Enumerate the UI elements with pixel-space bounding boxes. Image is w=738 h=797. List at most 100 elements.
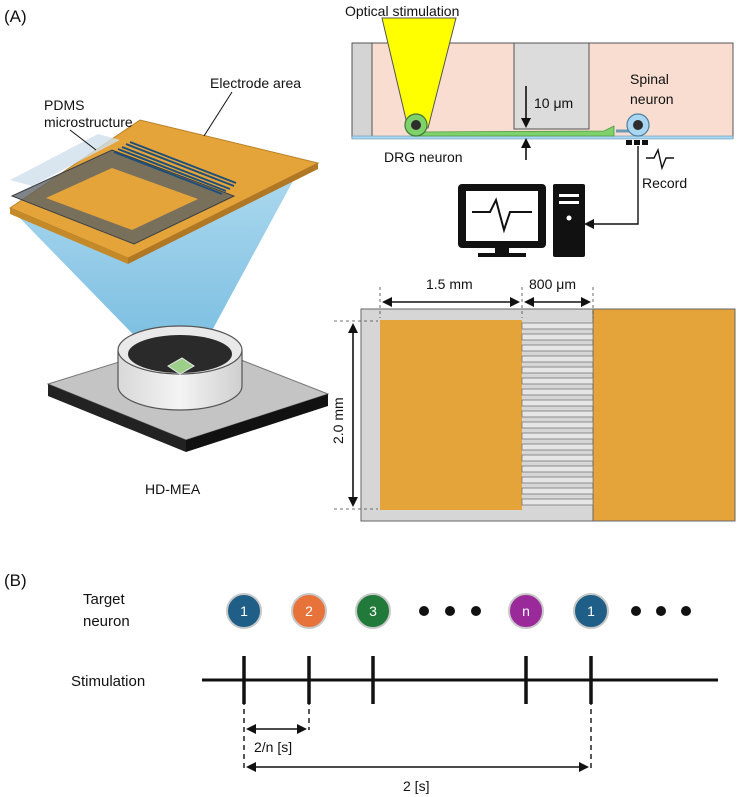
neuron-circle	[291, 593, 327, 629]
optical-beam	[381, 17, 457, 129]
spinal-neuron-nucleus	[633, 120, 643, 130]
dim-width-b-label: 800 μm	[529, 276, 576, 292]
gap-label: 10 μm	[534, 95, 573, 111]
dim-width-a-label: 1.5 mm	[426, 276, 473, 292]
neuron-number: 1	[587, 603, 595, 619]
microchannel	[521, 388, 594, 396]
dim-width-b-head-l	[524, 297, 534, 307]
target-neuron-sequence: 1 2 3 n 1	[226, 593, 609, 629]
dim-height-head-t	[348, 323, 358, 333]
chip-edge-right	[128, 163, 318, 264]
neuron-circle	[355, 593, 391, 629]
neuron-circle	[226, 593, 262, 629]
microchannel	[521, 410, 594, 418]
microchannel	[521, 465, 594, 473]
dim-width-b-head-r	[581, 297, 591, 307]
target-neuron-3: 3	[355, 593, 391, 629]
target-neuron-4: n	[508, 593, 544, 629]
stimulation-label: Stimulation	[71, 673, 145, 690]
record-wire	[588, 146, 639, 225]
panel-a-letter: (A)	[4, 7, 27, 26]
stimulation-ticks	[242, 656, 593, 704]
spinal-neuron-label-line2: neuron	[630, 91, 674, 107]
interval-long-label: 2 [s]	[403, 778, 429, 794]
neuron-number: 1	[240, 603, 248, 619]
electrode-2	[634, 140, 640, 145]
interval-guides	[243, 700, 592, 770]
gap-arrow-down-head	[521, 118, 531, 128]
monitor-neck	[495, 248, 509, 254]
dish-interior	[128, 335, 232, 373]
microchannel	[521, 421, 594, 429]
dimension-guides	[334, 287, 594, 510]
pdms-label-line2: microstructure	[44, 114, 133, 130]
neuron-number: 3	[369, 603, 377, 619]
chamber-left-area	[380, 320, 522, 510]
monitor-stand	[478, 253, 526, 257]
microchannel	[521, 333, 594, 341]
electrode-leader	[203, 91, 233, 137]
gap-arrow-up-head	[521, 138, 531, 148]
substrate-layer	[351, 135, 734, 140]
microchannel	[521, 476, 594, 484]
neuron-number: 2	[305, 603, 313, 619]
target-neuron-label-line2: neuron	[83, 613, 130, 630]
setup-schematic	[351, 17, 734, 257]
record-wire-head	[584, 219, 594, 229]
target-neuron-1: 1	[226, 593, 262, 629]
microchannel	[521, 399, 594, 407]
pc-slot-2	[559, 201, 579, 204]
microchannel	[521, 344, 594, 352]
interval-short-head-r	[297, 724, 307, 734]
dim-height-label: 2.0 mm	[330, 397, 346, 444]
neuron-number: n	[522, 603, 530, 619]
electrode-1	[626, 140, 632, 145]
channel-array	[521, 322, 594, 506]
hd-mea-label: HD-MEA	[145, 481, 201, 497]
record-label: Record	[642, 175, 687, 191]
electrode-3	[642, 140, 648, 145]
pc-power	[566, 215, 572, 221]
axon	[411, 125, 615, 137]
chip-edge-left	[10, 208, 128, 264]
microchannels	[113, 141, 237, 195]
spinal-neuron-label-line1: Spinal	[630, 71, 669, 87]
ellipsis-group-2	[631, 606, 691, 616]
microchannel	[521, 366, 594, 374]
interval-long-head-r	[579, 762, 589, 772]
target-neuron-5: 1	[573, 593, 609, 629]
mea-chip	[167, 357, 195, 375]
target-neuron-label-line1: Target	[83, 591, 126, 608]
drg-neuron-label: DRG neuron	[384, 149, 463, 165]
panel-b-letter: (B)	[4, 571, 27, 590]
pdms-inner-well	[46, 168, 198, 230]
chamber-left-wall	[351, 42, 373, 139]
microchannel	[521, 454, 594, 462]
screen-spike	[472, 197, 532, 234]
interval-short-label: 2/n [s]	[254, 739, 292, 755]
optical-stimulation-label: Optical stimulation	[345, 3, 459, 19]
ellipsis-group-1	[419, 606, 481, 616]
hd-mea-illustration	[8, 91, 330, 452]
microchannel	[521, 498, 594, 506]
neuron-circle	[508, 593, 544, 629]
dim-width-a-head-r	[510, 297, 520, 307]
chamber-right-area	[592, 308, 736, 522]
recorded-spike	[646, 147, 674, 171]
pdms-leader	[69, 129, 97, 151]
microchannel	[521, 322, 594, 330]
electrode-area-label: Electrode area	[210, 75, 301, 91]
interval-short-head-l	[246, 724, 256, 734]
monitor-screen	[466, 191, 538, 241]
microchannel	[521, 355, 594, 363]
dim-width-a-head-l	[382, 297, 392, 307]
target-neuron-2: 2	[291, 593, 327, 629]
mea-base-edge-right	[186, 394, 328, 452]
neuron-circle	[573, 593, 609, 629]
layout-top-view	[334, 287, 736, 522]
microchannel	[521, 432, 594, 440]
microchannel	[521, 443, 594, 451]
pc-slot-1	[559, 194, 579, 197]
microchannel	[521, 377, 594, 385]
